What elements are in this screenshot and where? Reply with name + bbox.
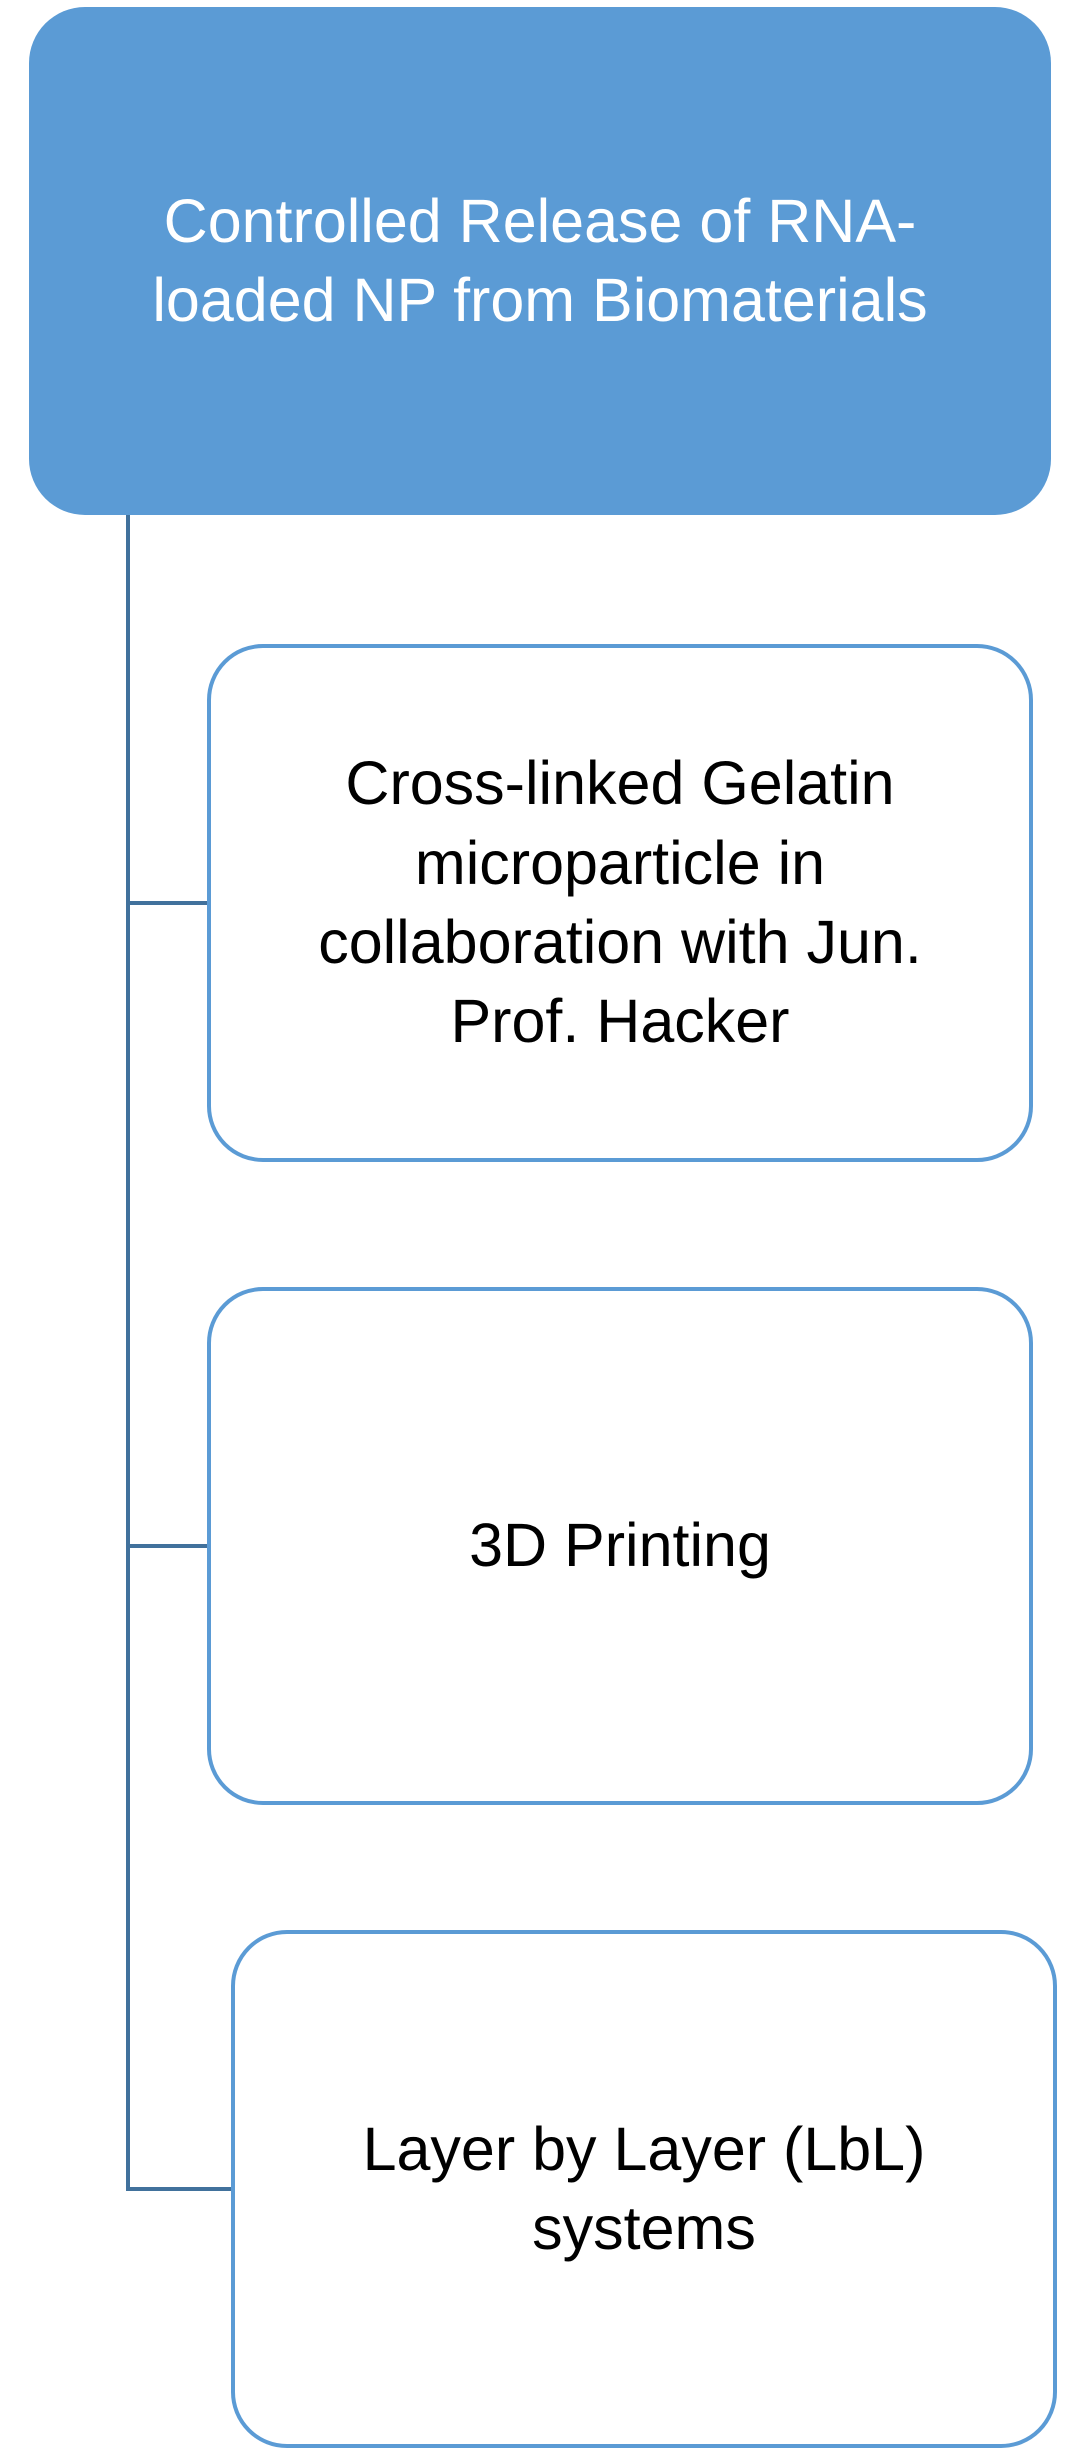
child-node-label: Layer by Layer (LbL) systems [362, 2114, 926, 2262]
root-node: Controlled Release of RNA-loaded NP from… [29, 7, 1051, 515]
child-node-label: Cross-linked Gelatin microparticle in co… [318, 749, 922, 1056]
child-node-3d-printing: 3D Printing [207, 1287, 1033, 1805]
child-node-label: 3D Printing [469, 1511, 771, 1580]
root-node-label: Controlled Release of RNA-loaded NP from… [152, 186, 928, 334]
child-node-layer-by-layer: Layer by Layer (LbL) systems [231, 1930, 1057, 2448]
child-node-gelatin-microparticle: Cross-linked Gelatin microparticle in co… [207, 644, 1033, 1162]
